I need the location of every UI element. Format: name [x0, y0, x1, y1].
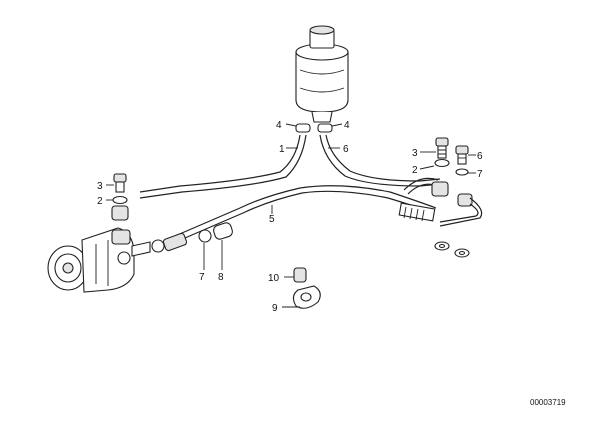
suction-hose[interactable] — [319, 134, 441, 187]
callout-10: 10 — [268, 273, 280, 284]
hose-clamp-assembly[interactable] — [292, 267, 321, 309]
callout-4-left: 4 — [276, 120, 282, 131]
leader-lines — [106, 123, 476, 308]
callout-2-right: 2 — [412, 165, 418, 176]
callout-7-bottom: 7 — [199, 272, 205, 283]
power-steering-pump[interactable] — [47, 227, 151, 293]
hose-clamps-4[interactable] — [295, 123, 333, 133]
callout-8: 8 — [218, 272, 224, 283]
callout-3-left: 3 — [97, 181, 103, 192]
fluid-reservoir[interactable] — [295, 25, 349, 123]
callout-5: 5 — [269, 214, 275, 225]
callout-1: 1 — [279, 144, 285, 155]
callout-7-right: 7 — [477, 169, 483, 180]
callout-6-top: 6 — [343, 144, 349, 155]
callout-3-right: 3 — [412, 148, 418, 159]
callout-9: 9 — [272, 303, 278, 314]
pressure-hose-fittings[interactable] — [151, 222, 234, 253]
return-hose[interactable] — [139, 134, 307, 199]
callout-4-right: 4 — [344, 120, 350, 131]
diagram-number: 00003719 — [530, 398, 566, 407]
banjo-bolt-left[interactable] — [111, 173, 129, 221]
washers-right[interactable] — [434, 158, 469, 176]
callout-6-right: 6 — [477, 151, 483, 162]
callout-labels: 1 2 2 3 3 4 4 5 6 6 7 7 8 9 10 — [97, 120, 483, 314]
right-fittings[interactable] — [403, 177, 483, 258]
banjo-bolt-right-6[interactable] — [455, 145, 469, 165]
callout-2-left: 2 — [97, 196, 103, 207]
banjo-bolt-right-3[interactable] — [435, 137, 449, 159]
pressure-hose[interactable] — [174, 185, 437, 242]
